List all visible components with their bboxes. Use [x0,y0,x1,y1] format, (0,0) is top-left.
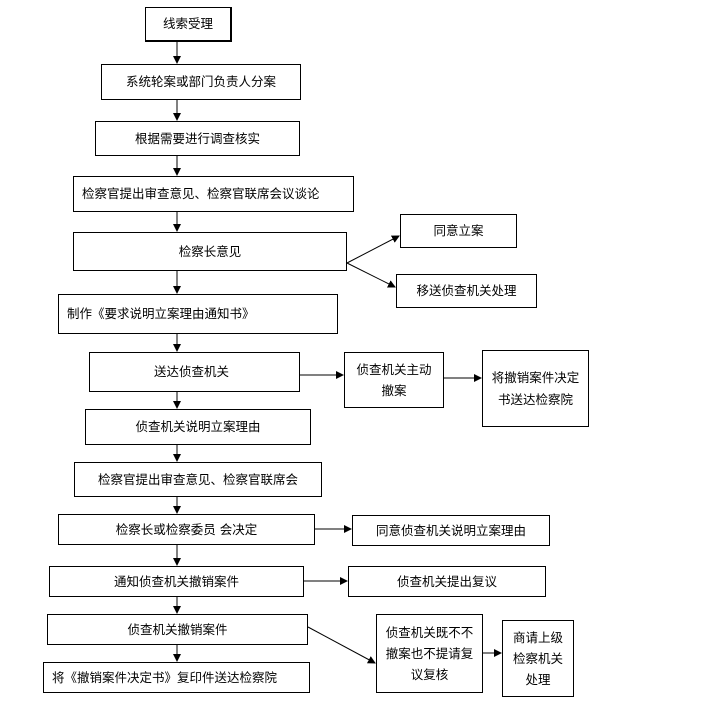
node-investigator-withdraws: 侦查机关主动撤案 [344,352,444,408]
node-investigation: 根据需要进行调查核实 [95,121,300,156]
node-send-decision-copy: 将《撤销案件决定书》复印件送达检察院 [43,662,310,693]
node-clue-acceptance: 线索受理 [145,7,232,42]
node-request-superior: 商请上级检察机关处理 [502,620,574,697]
arrow-n5-n5a [346,235,400,264]
node-prosecutor-opinion-2: 检察官提出审查意见、检察官联席会 [74,462,322,497]
arrow-n12-n12a [307,626,376,664]
node-send-withdrawal-decision: 将撤销案件决定书送达检察院 [482,350,589,427]
node-neither-withdraw-nor-review: 侦查机关既不不撤案也不提请复议复核 [376,614,483,693]
node-approve-filing: 同意立案 [400,214,517,248]
node-chief-prosecutor-opinion: 检察长意见 [73,232,347,271]
node-agree-explanation: 同意侦查机关说明立案理由 [352,515,550,546]
node-investigator-withdraws-case: 侦查机关撤销案件 [47,614,308,645]
node-committee-decision: 检察长或检察委员 会决定 [58,514,315,545]
node-transfer-to-investigator: 移送侦查机关处理 [396,274,537,308]
node-deliver-to-investigator: 送达侦查机关 [89,352,300,392]
node-investigator-reconsideration: 侦查机关提出复议 [348,566,546,597]
node-prosecutor-opinion-1: 检察官提出审查意见、检察官联席会议谈论 [73,176,354,212]
node-notify-withdrawal: 通知侦查机关撤销案件 [49,566,304,597]
node-investigator-explains: 侦查机关说明立案理由 [85,409,311,445]
arrow-n5-n5b [346,262,396,288]
node-case-assignment: 系统轮案或部门负责人分案 [101,64,301,100]
node-make-notice: 制作《要求说明立案理由通知书》 [58,294,338,334]
